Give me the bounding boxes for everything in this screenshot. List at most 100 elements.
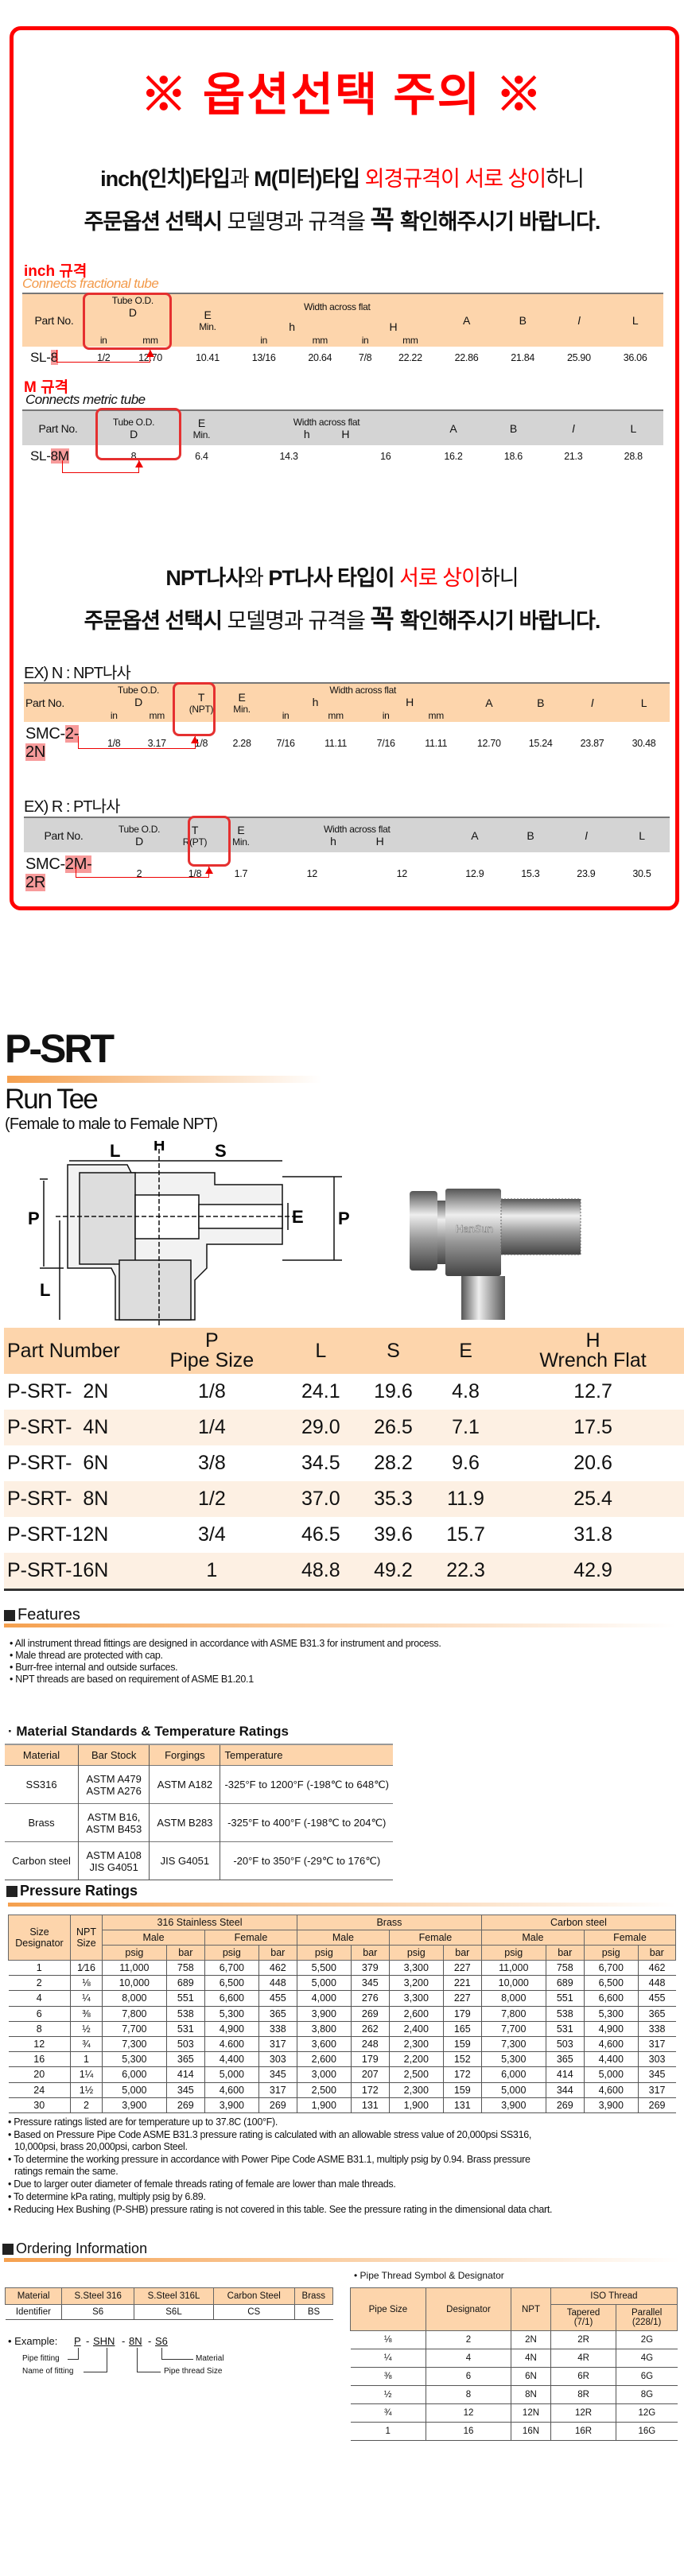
cell: 15.3 [521,868,540,879]
cell: 1/8 [107,738,121,749]
cell: 2 [8,1975,71,1992]
text: M(미터)타입 [254,167,365,191]
header: B [509,421,517,435]
text: H [375,834,384,848]
section-underline [4,2258,680,2262]
cell: ASTM B16,ASTM B453 [78,1803,150,1842]
cell: 49.2 [374,1559,413,1581]
cell: 2,600 [296,2051,352,2068]
cell: 16N [511,2422,551,2441]
text: H [341,427,350,440]
header: psig [480,1945,546,1961]
cell: 303 [637,2051,676,2068]
cell: 28.8 [624,451,643,462]
dim-e: E [292,1207,304,1227]
text: H [406,696,414,708]
title-underline [7,1076,321,1083]
materials-heading: · Material Standards & Temperature Ratin… [8,1724,289,1739]
text: Ordering Information [16,2240,148,2256]
header: mm [142,335,158,346]
cell: 172 [442,2066,482,2083]
cell: 269 [258,2097,297,2113]
text: • Example: [8,2335,58,2347]
header: Tapered(7/1) [550,2304,617,2331]
cell: 1 [8,1960,71,1977]
cell: 16.2 [444,451,463,462]
cell: 4R [550,2349,616,2368]
text: Material Standards & Temperature Ratings [16,1724,289,1739]
cell: 30.5 [632,868,651,879]
cell: 6,600 [204,1990,259,2007]
cell: 345 [350,1975,390,1992]
cell: 1,900 [388,2097,444,2113]
dim-l: L [40,1280,50,1300]
cell: 131 [442,2097,482,2113]
header: S [387,1339,400,1362]
text: Parallel [631,2308,663,2318]
cell: 6N [511,2367,551,2386]
cell: 6.4 [195,451,208,462]
cell: ½ [350,2385,426,2404]
header: B [537,696,545,709]
text: 주문옵션 선택시 [84,210,227,234]
text: ASTM A108 [86,1849,142,1861]
text: Min. [233,704,251,715]
header: Temperature [220,1744,393,1766]
cell: S6 [61,2304,134,2320]
cell: 317 [637,2036,676,2053]
text: (228/1) [632,2318,662,2327]
cell: 7,800 [102,2006,167,2022]
cell: 165 [442,2021,482,2037]
cell: 2.28 [232,738,251,749]
cell: 262 [350,2021,390,2037]
cell: 538 [545,2006,585,2022]
cell: P-SRT- 6N [7,1452,109,1474]
header: ISO Thread [550,2287,678,2305]
cell: 20.6 [573,1452,612,1474]
product-code: P-SRT [5,1026,115,1071]
cell: ¼ [350,2349,426,2368]
cell: Brass [5,1803,80,1842]
cell: 345 [258,2066,297,2083]
cell: 689 [165,1975,205,1992]
cell: 11,000 [102,1960,167,1977]
cell: 2,300 [388,2036,444,2053]
header: Brass [293,2287,333,2305]
highlight-frame [83,293,172,350]
cell: 3,900 [204,2097,259,2113]
cell: 3/8 [197,1452,226,1474]
cell: 11.11 [325,738,348,749]
header: Carbon Steel [212,2287,295,2305]
text: S6 [155,2335,168,2347]
cell: 1/2 [96,352,111,363]
header: A [462,314,471,327]
header: psig [102,1945,167,1961]
header: psig [388,1945,444,1961]
cell: 4,400 [204,2051,259,2068]
header: L [639,828,645,842]
cell: 172 [350,2082,390,2098]
header: L [640,696,647,709]
cell: 551 [545,1990,585,2007]
cell: CS [212,2304,294,2320]
text: 모델명과 규격을 [227,609,371,633]
header: Size Designator [8,1915,71,1961]
header: E [459,1339,472,1362]
square-icon [4,1609,15,1621]
cell: 21.3 [564,451,583,462]
cell: 448 [637,1975,676,1992]
brand-logo: HanSun [456,1223,493,1235]
cell: 3,200 [388,1975,444,1992]
text: inch(인치)타입 [100,167,231,191]
cell: 2 [425,2330,511,2349]
text: P [205,1329,219,1352]
note-item: • Due to larger outer diameter of female… [8,2178,396,2190]
header: mm [328,710,344,721]
